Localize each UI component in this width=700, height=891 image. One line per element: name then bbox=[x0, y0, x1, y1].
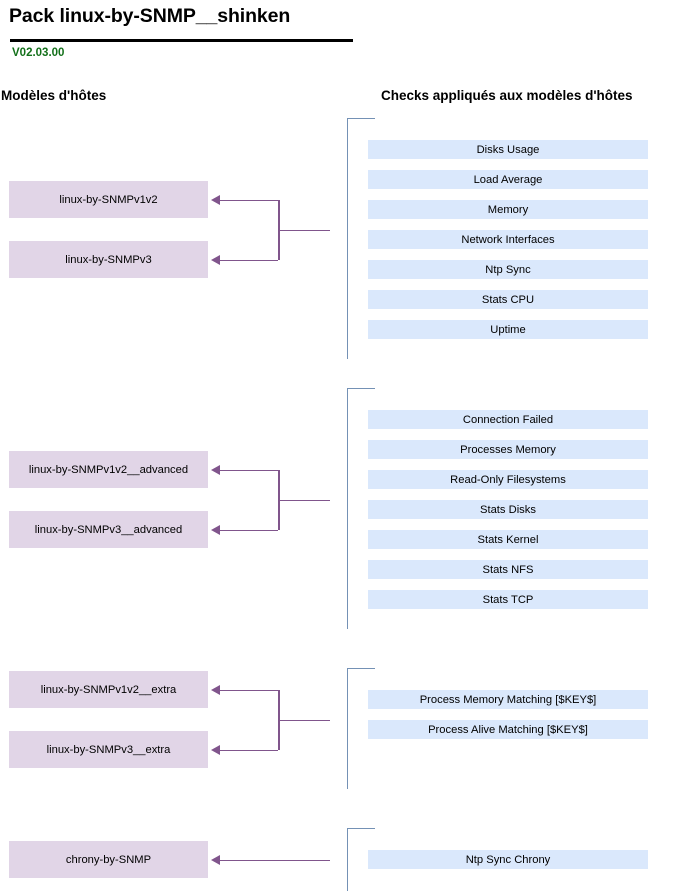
arrow-head-icon bbox=[211, 745, 220, 756]
host-template-box[interactable]: linux-by-SNMPv1v2__advanced bbox=[9, 451, 208, 488]
connector-stem bbox=[214, 859, 330, 862]
check-row[interactable]: Disks Usage bbox=[368, 140, 648, 159]
host-template-box[interactable]: linux-by-SNMPv3__advanced bbox=[9, 511, 208, 548]
host-templates-column-heading: Modèles d'hôtes bbox=[1, 88, 107, 103]
check-row[interactable]: Processes Memory bbox=[368, 440, 648, 459]
check-row[interactable]: Memory bbox=[368, 200, 648, 219]
check-row[interactable]: Stats TCP bbox=[368, 590, 648, 609]
connector-stem bbox=[278, 499, 330, 502]
connector-branch bbox=[214, 689, 278, 692]
check-row[interactable]: Stats Disks bbox=[368, 500, 648, 519]
host-template-box[interactable]: chrony-by-SNMP bbox=[9, 841, 208, 878]
host-template-box[interactable]: linux-by-SNMPv1v2__extra bbox=[9, 671, 208, 708]
arrow-head-icon bbox=[211, 855, 220, 866]
check-row[interactable]: Stats Kernel bbox=[368, 530, 648, 549]
connector-branch bbox=[214, 259, 278, 262]
connector-branch bbox=[214, 529, 278, 532]
connector-trunk bbox=[278, 689, 280, 750]
check-row[interactable]: Load Average bbox=[368, 170, 648, 189]
connector-branch bbox=[214, 199, 278, 202]
host-template-box[interactable]: linux-by-SNMPv1v2 bbox=[9, 181, 208, 218]
check-row[interactable]: Read-Only Filesystems bbox=[368, 470, 648, 489]
title-divider bbox=[10, 39, 353, 42]
check-row[interactable]: Ntp Sync Chrony bbox=[368, 850, 648, 869]
host-template-box[interactable]: linux-by-SNMPv3__extra bbox=[9, 731, 208, 768]
check-row[interactable]: Ntp Sync bbox=[368, 260, 648, 279]
host-template-box[interactable]: linux-by-SNMPv3 bbox=[9, 241, 208, 278]
connector-trunk bbox=[278, 469, 280, 530]
checks-column-heading: Checks appliqués aux modèles d'hôtes bbox=[381, 88, 633, 103]
connector-trunk bbox=[278, 199, 280, 260]
arrow-head-icon bbox=[211, 525, 220, 536]
page-title: Pack linux-by-SNMP__shinken bbox=[9, 5, 291, 27]
connector-stem bbox=[278, 229, 330, 232]
version-label: V02.03.00 bbox=[12, 47, 65, 59]
check-row[interactable]: Stats NFS bbox=[368, 560, 648, 579]
check-row[interactable]: Connection Failed bbox=[368, 410, 648, 429]
connector-stem bbox=[278, 719, 330, 722]
check-row[interactable]: Process Alive Matching [$KEY$] bbox=[368, 720, 648, 739]
arrow-head-icon bbox=[211, 465, 220, 476]
check-row[interactable]: Stats CPU bbox=[368, 290, 648, 309]
arrow-head-icon bbox=[211, 685, 220, 696]
check-row[interactable]: Network Interfaces bbox=[368, 230, 648, 249]
arrow-head-icon bbox=[211, 255, 220, 266]
connector-branch bbox=[214, 469, 278, 472]
check-row[interactable]: Uptime bbox=[368, 320, 648, 339]
arrow-head-icon bbox=[211, 195, 220, 206]
check-row[interactable]: Process Memory Matching [$KEY$] bbox=[368, 690, 648, 709]
connector-branch bbox=[214, 749, 278, 752]
